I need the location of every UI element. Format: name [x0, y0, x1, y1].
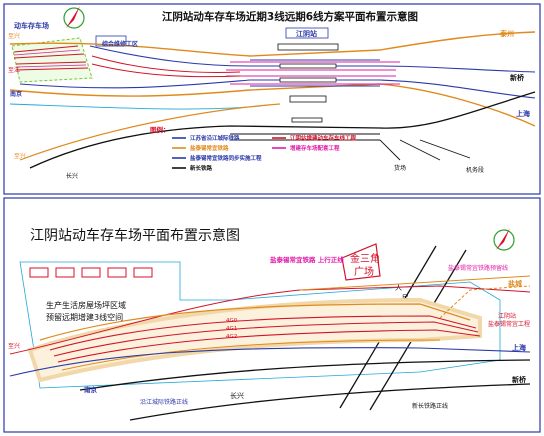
label-west-mid-b: 至兴 — [8, 342, 20, 350]
depot-area — [11, 37, 93, 83]
legend-item-label: 盐泰锡常宜铁路同步实施工程 — [190, 154, 262, 162]
label-xinqiao: 新桥 — [512, 375, 527, 384]
compass-icon-top — [63, 6, 85, 29]
maintenance-box — [95, 35, 127, 47]
golden-triangle-plaza — [341, 243, 381, 281]
road-label-1: 人 — [395, 284, 402, 292]
top-panel-frame — [3, 3, 541, 195]
label-shanghai: 上海 — [512, 343, 526, 352]
top-track-lines — [9, 31, 536, 169]
compass-icon-bottom — [493, 228, 515, 251]
track-label: 4G2 — [226, 334, 237, 340]
legend-item-label: 江阴站增建动车存车线工程 — [290, 134, 357, 142]
label-bottom-chang: 长兴 — [66, 172, 78, 180]
label-west-mid: 至江 — [8, 67, 20, 74]
label-upline: 盐泰锡常宜铁路 上行正线 — [270, 255, 344, 264]
label-east-top-b: 盐城 — [508, 279, 522, 288]
label-reserved: 盐泰锡常宜铁路预留线 — [448, 264, 508, 272]
legend-item-label: 新长铁路 — [190, 164, 213, 172]
label-maintenance: 综合维修工区 — [102, 40, 138, 48]
bottom-track-lines — [9, 275, 531, 421]
track-label: 4G1 — [226, 326, 237, 332]
label-area-note-2: 预留远期增建3线空间 — [46, 312, 123, 322]
label-xinchang: 新长铁路正线 — [412, 402, 448, 410]
bottom-title: 江阴站动车存车场平面布置示意图 — [30, 227, 240, 244]
label-line-note: 沿江城际铁路正线 — [140, 398, 188, 406]
station-platforms — [277, 27, 339, 123]
label-area-note-1: 生产生活房屋场坪区域 — [46, 300, 126, 310]
label-golden-triangle-2: 广场 — [354, 265, 374, 278]
building-blocks — [29, 267, 153, 278]
label-changxing: 长兴 — [230, 391, 244, 400]
top-title: 江阴站动车存车场近期3线远期6线方案平面布置示意图 — [162, 10, 418, 23]
legend-item-label: 增建存车场配套工程 — [290, 144, 340, 152]
track-label: 4G0 — [226, 318, 238, 324]
legend-item-label: 盐泰锡常宜铁路 — [190, 144, 229, 152]
label-east-station2: 盐泰锡常宜工程 — [488, 320, 530, 328]
label-bottom-depot: 机务段 — [466, 166, 484, 174]
label-freight: 货场 — [394, 164, 406, 172]
road-label-2: 民 — [402, 294, 409, 302]
label-depot: 动车存车场 — [14, 21, 49, 30]
label-bottom-west: 至兴 — [14, 152, 26, 160]
area-boundary — [19, 261, 501, 389]
label-north-west: 至兴 — [8, 32, 20, 40]
label-station-top: 江阴站 — [296, 29, 317, 38]
legend-item-label: 江苏省沿江城际铁路 — [190, 134, 240, 142]
label-golden-triangle-1: 金三角 — [350, 252, 380, 265]
label-east-mid: 新桥 — [510, 73, 525, 82]
label-east-station: 江阴站 — [498, 312, 516, 320]
label-south-west: 南京 — [10, 90, 22, 98]
track-label-group: 4G0 4G1 4G2 — [226, 318, 238, 340]
label-east-top: 泰州 — [499, 29, 514, 38]
label-nanjing: 南京 — [84, 385, 98, 394]
label-east-low: 上海 — [516, 109, 530, 118]
legend-heading: 图例： — [150, 125, 170, 134]
